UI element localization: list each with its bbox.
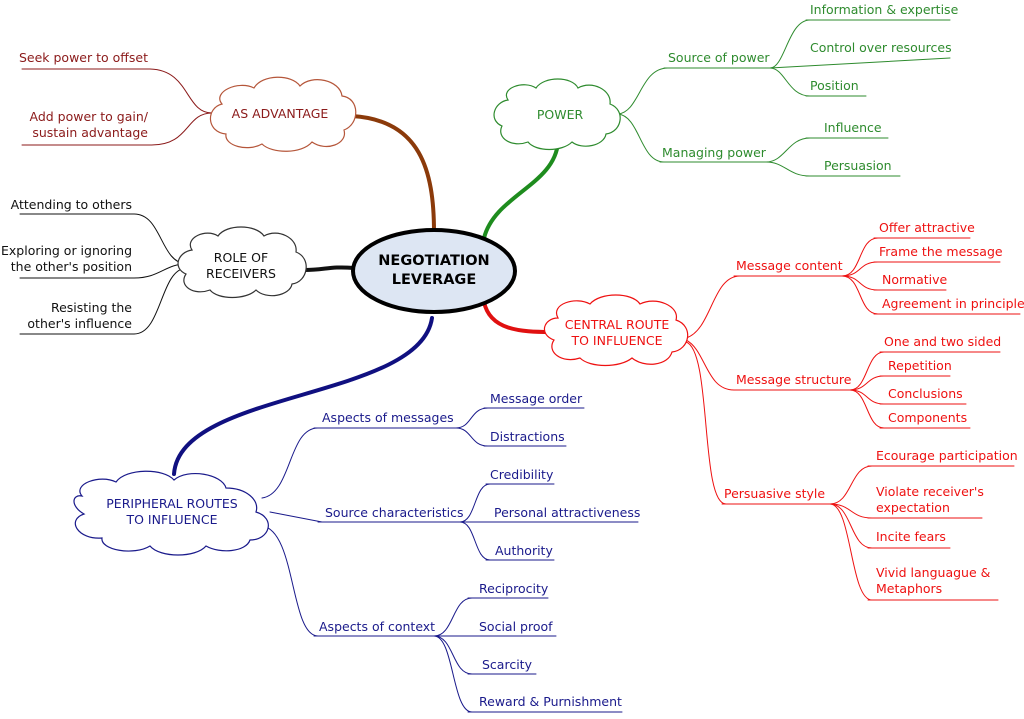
central-content-item: Agreement in principle <box>882 296 1024 311</box>
central-content-label: Message content <box>736 258 843 273</box>
power-source-item: Position <box>810 78 859 93</box>
peripheral-context-item: Reward & Purnishment <box>479 694 622 709</box>
power-managing-label: Managing power <box>662 145 767 160</box>
peripheral-label-line2: TO INFLUENCE <box>125 512 217 527</box>
branch-peripheral <box>172 316 434 476</box>
advantage-add-line2: sustain advantage <box>32 125 148 140</box>
center-title-line2: LEVERAGE <box>392 272 476 288</box>
peripheral-context-item: Scarcity <box>482 657 533 672</box>
central-content-item: Normative <box>882 272 948 287</box>
peripheral-source-item: Credibility <box>490 467 554 482</box>
central-structure-item: One and two sided <box>884 334 1001 349</box>
power-source-item: Control over resources <box>810 40 952 55</box>
branch-advantage <box>350 114 436 234</box>
cloud-central[interactable] <box>543 294 689 367</box>
advantage-label: AS ADVANTAGE <box>232 106 329 121</box>
central-label-line2: TO INFLUENCE <box>570 333 662 348</box>
receivers-attending: Attending to others <box>11 197 132 212</box>
cloud-advantage[interactable] <box>209 76 357 152</box>
central-style-item: Violate receiver's <box>876 484 984 499</box>
central-label-line1: CENTRAL ROUTE <box>565 317 670 332</box>
peripheral-label-line1: PERIPHERAL ROUTES <box>106 496 238 511</box>
central-structure-item: Conclusions <box>888 386 963 401</box>
central-style-item: Vivid languague & <box>876 565 991 580</box>
receivers-exploring-line1: Exploring or ignoring <box>1 243 132 258</box>
central-content-item: Offer attractive <box>879 220 975 235</box>
power-managing-item: Persuasion <box>824 158 892 173</box>
peripheral-context-item: Reciprocity <box>479 581 549 596</box>
receivers-label-line2: RECEIVERS <box>206 266 276 281</box>
advantage-seek: Seek power to offset <box>19 50 148 65</box>
power-source-label: Source of power <box>668 50 770 65</box>
central-style-item: Incite fears <box>876 529 946 544</box>
peripheral-messages-label: Aspects of messages <box>322 410 454 425</box>
receivers-resisting-line1: Resisting the <box>51 300 132 315</box>
branch-central <box>482 300 553 334</box>
peripheral-source-item: Personal attractiveness <box>494 505 640 520</box>
branch-power <box>482 140 560 240</box>
peripheral-source-item: Authority <box>495 543 553 558</box>
receivers-resisting-line2: other's influence <box>27 316 132 331</box>
cloud-peripheral[interactable] <box>73 470 269 556</box>
cloud-power[interactable] <box>493 78 621 151</box>
center-node[interactable] <box>351 228 517 314</box>
central-structure-label: Message structure <box>736 372 852 387</box>
central-style-label: Persuasive style <box>724 486 825 501</box>
central-structure-item: Repetition <box>888 358 952 373</box>
receivers-exploring-line2: the other's position <box>11 259 132 274</box>
peripheral-messages-item: Message order <box>490 391 583 406</box>
power-managing-item: Influence <box>824 120 882 135</box>
peripheral-messages-item: Distractions <box>490 429 565 444</box>
central-style-item: expectation <box>876 500 950 515</box>
peripheral-source-label: Source characteristics <box>325 505 464 520</box>
cloud-receivers[interactable] <box>177 226 307 299</box>
peripheral-context-label: Aspects of context <box>319 619 435 634</box>
power-source-item: Information & expertise <box>810 2 959 17</box>
peripheral-context-item: Social proof <box>479 619 553 634</box>
advantage-add-line1: Add power to gain/ <box>29 109 148 124</box>
central-structure-item: Components <box>888 410 967 425</box>
central-style-item: Ecourage participation <box>876 448 1018 463</box>
center-title-line1: NEGOTIATION <box>378 253 489 269</box>
receivers-label-line1: ROLE OF <box>214 250 268 265</box>
central-content-item: Frame the message <box>879 244 1003 259</box>
power-label: POWER <box>537 107 584 122</box>
branch-receivers <box>303 265 356 272</box>
central-style-item: Metaphors <box>876 581 942 596</box>
